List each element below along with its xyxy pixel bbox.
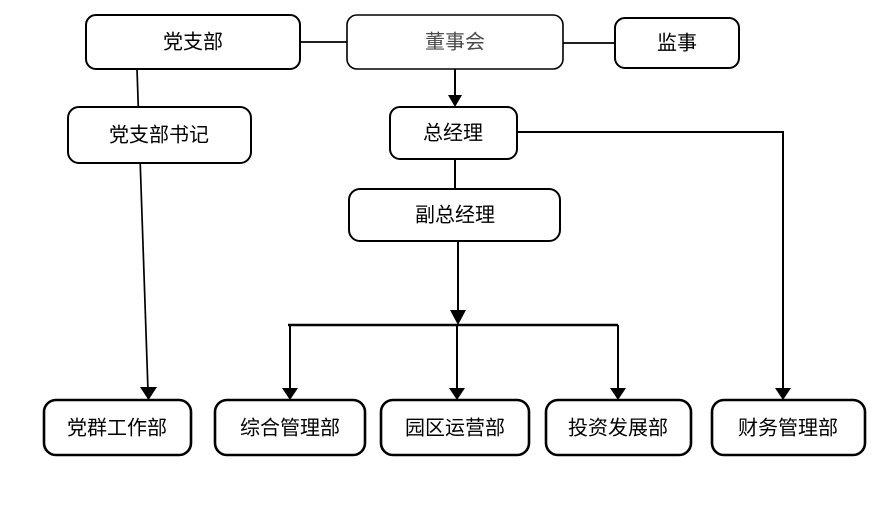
node-board-box[interactable]: [346, 14, 564, 70]
node-dept-party-work[interactable]: 党群工作部: [42, 398, 193, 457]
node-party-branch-box[interactable]: [85, 14, 301, 70]
arrowhead-dept-park-ops: [449, 388, 465, 400]
node-general-manager-box[interactable]: [389, 106, 518, 160]
node-deputy-manager[interactable]: 副总经理: [348, 188, 561, 242]
node-board-label: 董事会: [425, 30, 485, 53]
node-dept-park-ops[interactable]: 园区运营部: [379, 398, 531, 457]
node-layer: 党支部 董事会 监事 党支部书记 总经理: [42, 14, 867, 457]
node-dept-investment-box[interactable]: [544, 398, 693, 457]
edge-general-manager-to-dept-finance: [517, 131, 784, 391]
node-dept-park-ops-label: 园区运营部: [405, 416, 505, 439]
arrowhead-general-manager: [448, 95, 462, 107]
node-board[interactable]: 董事会: [346, 14, 564, 70]
node-dept-park-ops-box[interactable]: [379, 398, 531, 457]
node-party-branch-label: 党支部: [163, 30, 223, 53]
arrowhead-bus: [450, 310, 466, 325]
node-deputy-manager-box[interactable]: [348, 188, 561, 242]
node-dept-investment[interactable]: 投资发展部: [544, 398, 693, 457]
node-party-secretary-box[interactable]: [67, 106, 252, 164]
node-dept-party-work-label: 党群工作部: [67, 416, 167, 439]
node-party-secretary-label: 党支部书记: [109, 123, 209, 146]
node-dept-finance-box[interactable]: [710, 398, 867, 457]
node-general-manager-label: 总经理: [423, 121, 483, 144]
node-party-secretary[interactable]: 党支部书记: [67, 106, 252, 164]
node-dept-finance[interactable]: 财务管理部: [710, 398, 867, 457]
node-dept-general-mgmt-label: 综合管理部: [240, 416, 340, 439]
node-general-manager[interactable]: 总经理: [389, 106, 518, 160]
node-dept-finance-label: 财务管理部: [738, 416, 838, 439]
node-deputy-manager-label: 副总经理: [415, 203, 495, 226]
node-dept-general-mgmt[interactable]: 综合管理部: [213, 398, 367, 457]
node-dept-party-work-box[interactable]: [42, 398, 193, 457]
node-supervisor-label: 监事: [657, 31, 697, 54]
node-party-branch[interactable]: 党支部: [85, 14, 301, 70]
arrowhead-dept-investment: [610, 388, 626, 400]
node-dept-general-mgmt-box[interactable]: [213, 398, 367, 457]
node-dept-investment-label: 投资发展部: [568, 416, 668, 439]
arrowhead-dept-finance: [775, 388, 791, 400]
node-supervisor-box[interactable]: [614, 17, 740, 69]
arrowhead-dept-general-mgmt: [282, 388, 298, 400]
arrowhead-dept-party-work: [140, 387, 157, 400]
node-supervisor[interactable]: 监事: [614, 17, 740, 69]
